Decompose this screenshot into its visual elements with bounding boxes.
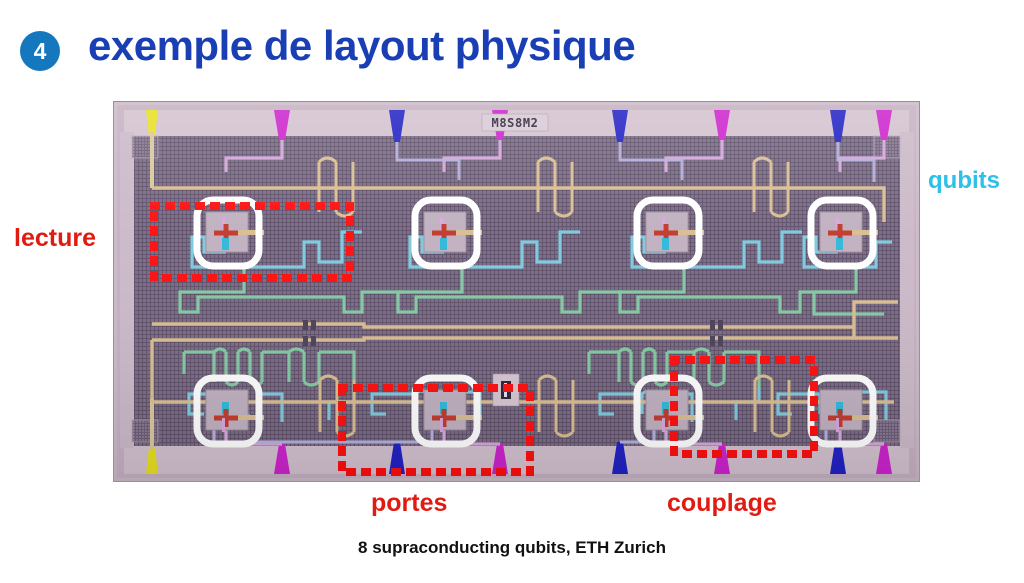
annotation-label-qubits: qubits <box>928 167 1000 194</box>
annotation-label-portes: portes <box>371 489 448 517</box>
annotation-label-lecture: lecture <box>14 224 96 252</box>
chip-layout-graphic: M8S8M2 <box>114 102 919 481</box>
chip-label-text: M8S8M2 <box>492 116 539 130</box>
page-title: exemple de layout physique <box>88 22 636 69</box>
slide-header: 4 exemple de layout physique <box>0 0 1024 96</box>
step-number-badge: 4 <box>20 31 60 71</box>
chip-micrograph-image: M8S8M2 <box>114 102 919 481</box>
annotation-label-couplage: couplage <box>667 489 777 517</box>
chip-die-label: M8S8M2 <box>481 113 549 132</box>
figure-caption: 8 supraconducting qubits, ETH Zurich <box>358 538 666 557</box>
